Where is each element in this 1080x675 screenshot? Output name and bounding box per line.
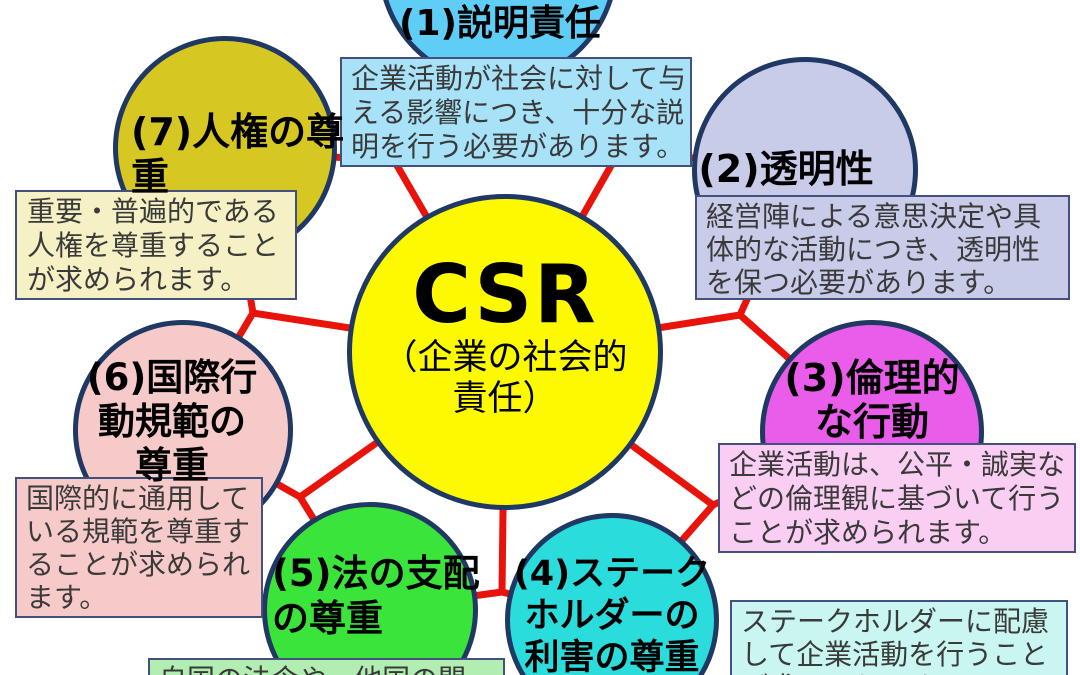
center-subtitle-line2: 責任） — [452, 379, 558, 419]
node-circle-5 — [262, 502, 478, 675]
node-label-6: (6)国際行 動規範の 尊重 — [86, 356, 258, 487]
node-label-2: (2)透明性 — [698, 147, 874, 191]
node-label-1: (1)説明責任 — [399, 3, 601, 44]
center-acronym: CSR — [412, 248, 598, 341]
center-circle — [347, 194, 663, 510]
node-label-5: (5)法の支配 の尊重 — [272, 552, 480, 640]
node-description-4: ステークホルダーに配慮 して企業活動を行うこと が求められます。 — [730, 600, 1068, 675]
center-label: CSR （企業の社会的 責任） — [347, 252, 663, 420]
node-label-7: (7)人権の尊 重 — [131, 110, 345, 199]
node-label-3: (3)倫理的 な行動 — [784, 356, 960, 444]
node-description-7: 重要・普遍的である 人権を尊重すること が求められます。 — [15, 190, 297, 300]
node-description-6: 国際的に通用して いる規範を尊重す ることが求められ ます。 — [15, 477, 263, 618]
node-description-2: 経営陣による意思決定や具 体的な活動につき、透明性 を保つ必要があります。 — [695, 195, 1070, 300]
node-description-1: 企業活動が社会に対して与 える影響につき、十分な説 明を行う必要があります。 — [340, 57, 692, 167]
node-description-3: 企業活動は、公平・誠実な どの倫理観に基づいて行う ことが求められます。 — [718, 443, 1076, 553]
center-subtitle-line1: （企業の社会的 — [382, 338, 628, 378]
node-description-5: 自国の法令や、他国の関 — [148, 658, 505, 675]
node-label-4: (4)ステーク ホルダーの 利害の尊重 — [513, 554, 711, 675]
